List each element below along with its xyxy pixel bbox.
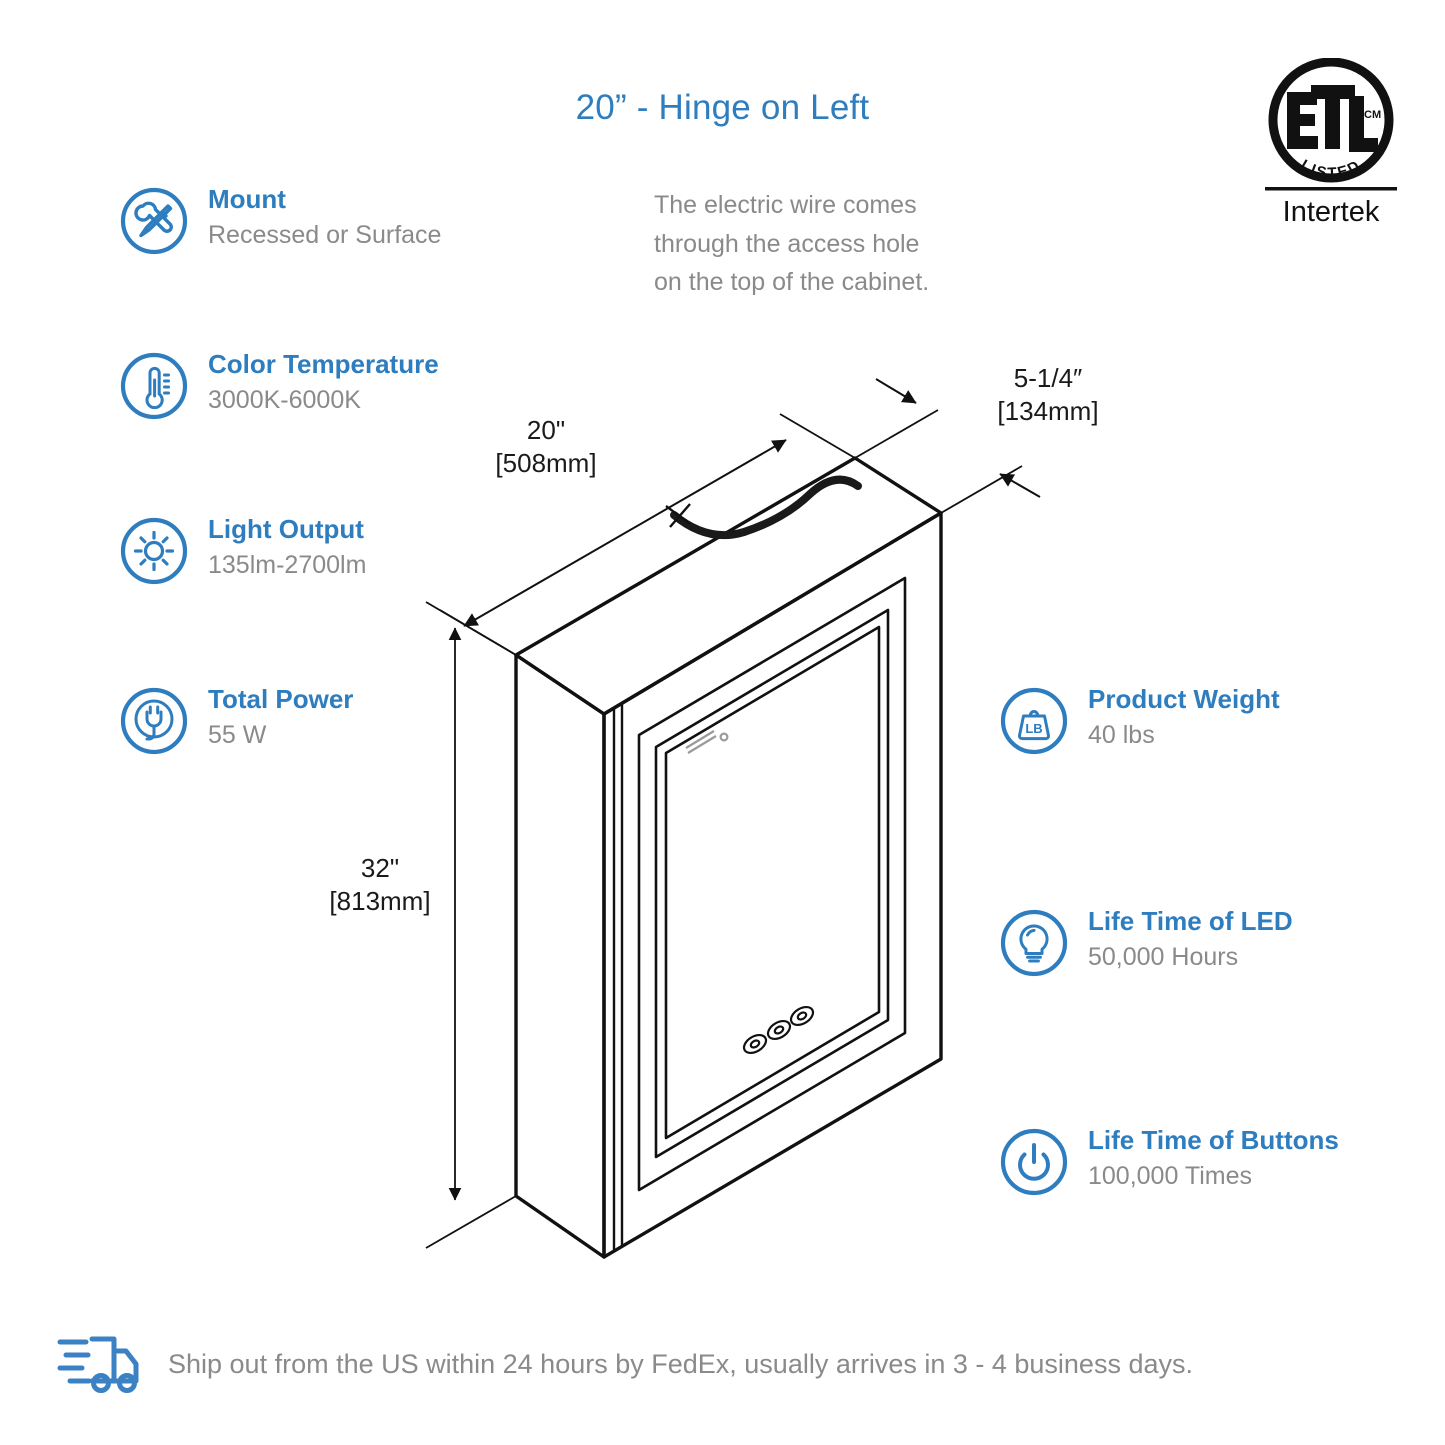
wire-access-hole [665, 503, 691, 528]
dimension-width-metric: [508mm] [495, 447, 597, 478]
feature-product-weight: LB Product Weight 40 lbs [998, 683, 1280, 757]
feature-button-lifetime-value: 100,000 Times [1088, 1162, 1252, 1191]
cabinet-left-face [514, 653, 606, 1259]
feature-total-power: Total Power 55 W [118, 683, 353, 757]
electric-wire [670, 475, 862, 539]
cabinet-top-face [514, 456, 943, 716]
feature-color-temperature-value: 3000K-6000K [208, 386, 361, 415]
feature-mount: Mount Recessed or Surface [118, 183, 441, 257]
dimension-height-label: 32" [813mm] [300, 852, 460, 918]
feature-led-lifetime-label: Life Time of LED [1088, 906, 1293, 936]
mirror-door-frame [637, 576, 907, 1192]
feature-total-power-label: Total Power [208, 684, 354, 714]
dimension-depth-metric: [134mm] [997, 395, 1099, 426]
feature-total-power-value: 55 W [208, 721, 267, 750]
touch-buttons[interactable] [741, 1003, 816, 1056]
feature-light-output-text: Light Output 135lm-2700lm [208, 513, 366, 582]
feature-mount-label: Mount [208, 184, 286, 214]
touch-button-1[interactable] [741, 1031, 769, 1056]
weight-icon-badge: LB [1025, 721, 1042, 736]
logo-divider [1265, 187, 1397, 191]
feature-color-temperature-text: Color Temperature 3000K-6000K [208, 348, 439, 417]
feature-total-power-text: Total Power 55 W [208, 683, 353, 752]
delivery-truck-icon [56, 1333, 146, 1395]
cabinet-front-face [602, 511, 943, 1259]
feature-led-lifetime: Life Time of LED 50,000 Hours [998, 905, 1293, 979]
cabinet-body [514, 456, 943, 1259]
dimension-height [425, 601, 517, 1249]
cabinet-door-edge [612, 704, 624, 1251]
page-title: 20” - Hinge on Left [575, 88, 870, 127]
touch-button-2[interactable] [765, 1017, 793, 1042]
dimension-width-label: 20" [508mm] [466, 414, 626, 480]
door-frame-outer [637, 576, 907, 1192]
dimension-width-imperial: 20" [526, 415, 566, 445]
etl-listed-text: LISTED [1298, 156, 1365, 182]
dimension-height-imperial: 32" [360, 853, 400, 883]
plug-icon [118, 685, 190, 757]
intertek-wordmark: Intertek [1283, 196, 1380, 228]
wire-note-line-2: through the access hole [654, 229, 920, 258]
feature-button-lifetime: Life Time of Buttons 100,000 Times [998, 1124, 1339, 1198]
feature-color-temperature: Color Temperature 3000K-6000K [118, 348, 439, 422]
feature-product-weight-value: 40 lbs [1088, 721, 1155, 750]
feature-led-lifetime-value: 50,000 Hours [1088, 943, 1239, 972]
feature-product-weight-text: Product Weight 40 lbs [1088, 683, 1280, 752]
feature-mount-text: Mount Recessed or Surface [208, 183, 441, 252]
tools-icon [118, 185, 190, 257]
dimension-depth-label: 5-1/4″ [134mm] [953, 362, 1143, 428]
dimension-depth-imperial: 5-1/4″ [1013, 363, 1083, 393]
feature-color-temperature-label: Color Temperature [208, 349, 439, 379]
etl-logo-svg: CM LISTED Intertek [1265, 57, 1397, 228]
thermometer-icon [118, 350, 190, 422]
feature-light-output: Light Output 135lm-2700lm [118, 513, 366, 587]
weight-icon: LB [998, 685, 1070, 757]
feature-button-lifetime-label: Life Time of Buttons [1088, 1125, 1339, 1155]
door-frame-mid [654, 608, 890, 1159]
etl-superscript: CM [1364, 109, 1381, 121]
feature-mount-value: Recessed or Surface [208, 221, 442, 250]
feature-light-output-value: 135lm-2700lm [208, 551, 367, 580]
power-icon [998, 1126, 1070, 1198]
wire-note-line-3: on the top of the cabinet. [654, 268, 930, 296]
etl-intertek-logo: CM LISTED Intertek [1251, 57, 1411, 233]
digital-display [685, 730, 729, 754]
feature-led-lifetime-text: Life Time of LED 50,000 Hours [1088, 905, 1293, 974]
wire-note-line-1: The electric wire comes [654, 191, 917, 219]
touch-button-3[interactable] [788, 1003, 816, 1028]
dimension-height-metric: [813mm] [329, 885, 431, 916]
door-frame-inner [664, 625, 881, 1140]
bulb-icon [998, 907, 1070, 979]
wire-access-note: The electric wire comes through the acce… [654, 186, 1024, 302]
shipping-banner: Ship out from the US within 24 hours by … [56, 1333, 1193, 1395]
feature-button-lifetime-text: Life Time of Buttons 100,000 Times [1088, 1124, 1339, 1193]
feature-product-weight-label: Product Weight [1088, 684, 1280, 714]
feature-light-output-label: Light Output [208, 514, 364, 544]
shipping-text: Ship out from the US within 24 hours by … [168, 1348, 1193, 1379]
brightness-icon [118, 515, 190, 587]
